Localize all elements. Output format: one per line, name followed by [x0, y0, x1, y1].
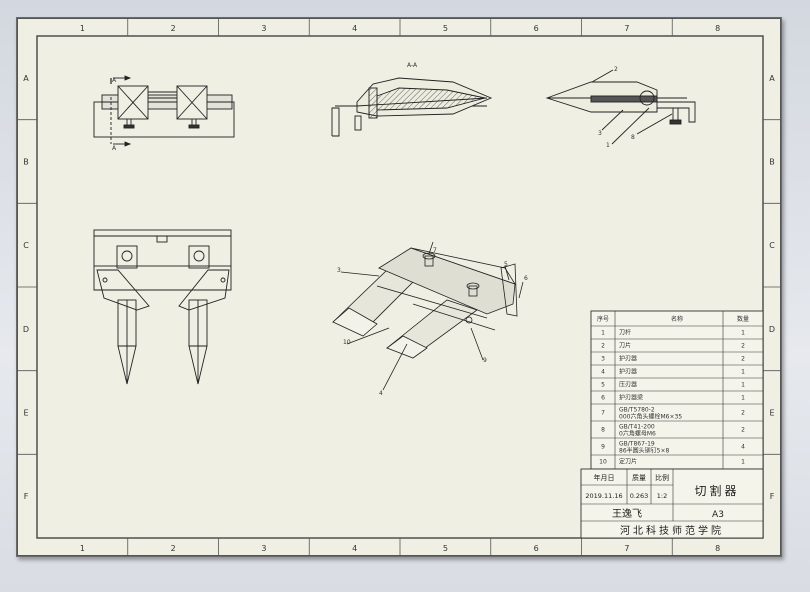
date-header: 年月日 — [594, 473, 615, 482]
bom-row-name: GB/T5780-2 — [619, 407, 655, 414]
side-view: 2 3 1 8 — [545, 66, 696, 149]
callout-9: 9 — [483, 357, 487, 364]
callout-6: 6 — [524, 275, 528, 282]
bom-row-qty: 1 — [741, 382, 745, 389]
zone-col-label: 6 — [534, 24, 539, 33]
section-label: A-A — [407, 62, 418, 69]
bom-row-no: 7 — [601, 410, 605, 417]
callout-3-iso: 3 — [337, 267, 341, 274]
isometric-view: 7 3 5 6 10 9 4 — [332, 241, 528, 397]
bom-row-qty: 2 — [741, 410, 745, 417]
zone-row-label: E — [23, 409, 28, 418]
zone-row-label: F — [770, 492, 775, 501]
school-name: 河北科技师范学院 — [620, 524, 724, 537]
bom-row-no: 9 — [601, 444, 605, 451]
zone-col-label: 8 — [715, 24, 720, 33]
zone-col-label: 4 — [352, 24, 357, 33]
section-marker-bottom: A — [112, 145, 117, 152]
bom-row-name-cont: 86半圆头铆钉5×8 — [619, 447, 669, 455]
bom-row-qty: 2 — [741, 356, 745, 363]
bom-row-no: 5 — [601, 382, 605, 389]
bom-row-name-cont: 000六角头螺栓M6×35 — [619, 413, 682, 421]
bom-row-qty: 1 — [741, 395, 745, 402]
bom-row-no: 6 — [601, 395, 605, 402]
zone-col-label: 1 — [80, 544, 85, 553]
top-view — [93, 229, 232, 385]
zone-row-label: D — [23, 325, 29, 334]
zone-row-label: A — [23, 74, 29, 83]
section-marker-top: A — [112, 77, 117, 84]
sheet-size: A3 — [712, 510, 724, 520]
bom-row-name: 刀片 — [619, 342, 631, 350]
zone-row-label: A — [769, 74, 775, 83]
zone-row-label: B — [769, 158, 775, 167]
bom-row-name: 定刀片 — [619, 458, 637, 466]
bom-row-no: 2 — [601, 343, 605, 350]
callout-8: 8 — [631, 134, 635, 141]
zone-row-label: B — [23, 158, 29, 167]
front-view: A A — [93, 75, 235, 152]
zone-row-label: F — [24, 492, 29, 501]
drawing-title: 切割器 — [694, 483, 739, 498]
section-view: A-A — [331, 62, 493, 137]
drawing-weight: 0.263 — [630, 492, 649, 500]
zone-col-label: 2 — [171, 24, 176, 33]
callout-1: 1 — [606, 142, 610, 149]
bom-row-name: 压刃器 — [619, 382, 637, 389]
bom-row-name: 刀杆 — [619, 329, 631, 337]
bom-row-no: 4 — [601, 369, 605, 376]
bom-row-name: GB/T867-19 — [619, 441, 655, 448]
zone-row-label: C — [769, 241, 775, 250]
callout-2: 2 — [614, 66, 618, 73]
zone-row-label: C — [23, 241, 29, 250]
zone-col-label: 3 — [261, 24, 266, 33]
bom-row-name: 护刃器 — [619, 368, 637, 376]
bom-row-qty: 4 — [741, 444, 745, 451]
callout-10: 10 — [343, 339, 351, 346]
drawing-date: 2019.11.16 — [585, 492, 622, 500]
bom-row-qty: 2 — [741, 343, 745, 350]
bom-header-name: 名称 — [671, 315, 683, 323]
bom-row-qty: 1 — [741, 459, 745, 466]
zone-col-label: 1 — [80, 24, 85, 33]
zone-ticks — [17, 18, 781, 556]
callout-4: 4 — [379, 390, 383, 397]
zone-col-label: 4 — [352, 544, 357, 553]
bom-header-qty: 数量 — [737, 315, 749, 323]
zone-col-label: 7 — [624, 544, 629, 553]
zone-row-label: D — [769, 325, 775, 334]
bom-row-name: 护刃器梁 — [619, 394, 643, 402]
zone-col-label: 5 — [443, 544, 448, 553]
zone-col-label: 8 — [715, 544, 720, 553]
title-block: 年月日 质量 比例 2019.11.16 0.263 1:2 切割器 王逸飞 A… — [580, 468, 764, 539]
designer-name: 王逸飞 — [612, 508, 642, 520]
bom-row-qty: 1 — [741, 330, 745, 337]
bom-header-no: 序号 — [597, 315, 609, 323]
callout-3: 3 — [598, 130, 602, 137]
callout-7: 7 — [433, 247, 437, 254]
zone-col-label: 5 — [443, 24, 448, 33]
scale-header: 比例 — [655, 473, 669, 482]
bom-row-name: GB/T41-200 — [619, 424, 655, 431]
callout-5: 5 — [504, 261, 508, 268]
zone-col-label: 7 — [624, 24, 629, 33]
zone-col-label: 3 — [261, 544, 266, 553]
bom-row-no: 1 — [601, 330, 605, 337]
bom-row-no: 10 — [599, 459, 607, 466]
drawing-scale: 1:2 — [657, 492, 667, 500]
weight-header: 质量 — [632, 473, 646, 482]
bom-row-qty: 1 — [741, 369, 745, 376]
zone-col-label: 6 — [534, 544, 539, 553]
bom-row-name: 护刃器 — [619, 355, 637, 363]
zone-col-label: 2 — [171, 544, 176, 553]
zone-row-label: E — [769, 409, 774, 418]
bom-row-qty: 2 — [741, 427, 745, 434]
bom-row-no: 8 — [601, 427, 605, 434]
bom-row-name-cont: 0六角螺母M6 — [619, 430, 656, 438]
bom-row-no: 3 — [601, 356, 605, 363]
